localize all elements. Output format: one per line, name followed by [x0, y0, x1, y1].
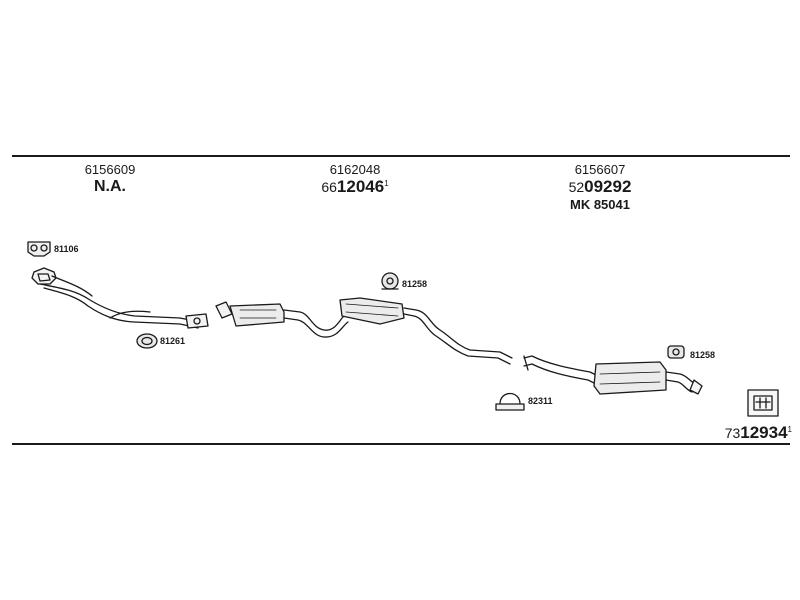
front-pipe — [31, 267, 209, 329]
bottom-rule — [12, 443, 790, 445]
column-front: 6156609 N.A. — [10, 162, 210, 196]
rubber-mount-icon — [136, 333, 158, 349]
reference-number: 73129341 — [724, 423, 792, 442]
part-number: N.A. — [94, 178, 126, 195]
rubber-mount-icon — [667, 345, 685, 359]
part-label-81258-rear: 81258 — [690, 350, 716, 360]
kit-number: MK 85041 — [570, 197, 630, 212]
column-rear: 6156607 5209292 MK 85041 — [500, 162, 700, 213]
oem-number: 6162048 — [329, 162, 381, 177]
part-label-82311: 82311 — [528, 396, 553, 406]
column-middle: 6162048 66120461 — [255, 162, 455, 197]
oem-number: 6156607 — [574, 162, 626, 177]
clamp-icon — [27, 241, 51, 257]
rear-silencer — [523, 355, 703, 395]
part-label-81258: 81258 — [402, 279, 428, 289]
oem-number: 6156609 — [84, 162, 136, 177]
part-number: 5209292 — [568, 177, 632, 196]
part-number: 66120461 — [321, 177, 389, 196]
part-label-81261: 81261 — [160, 336, 186, 346]
clamp-icon — [495, 392, 525, 411]
middle-pipe — [215, 297, 513, 365]
kit-box-icon — [747, 389, 779, 417]
part-label-81106: 81106 — [54, 244, 79, 254]
top-rule — [12, 155, 790, 157]
rubber-mount-icon — [381, 272, 399, 290]
